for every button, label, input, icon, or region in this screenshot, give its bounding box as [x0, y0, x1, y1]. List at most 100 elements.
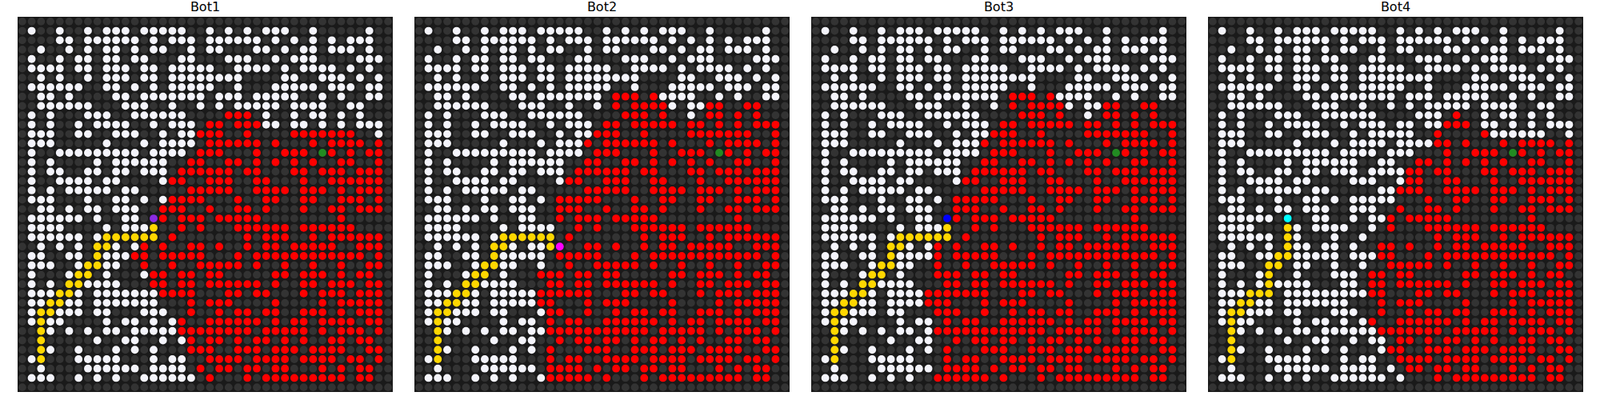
grid-cell [243, 176, 252, 185]
grid-cell [205, 317, 214, 326]
grid-cell [46, 289, 55, 298]
grid-cell [356, 204, 364, 213]
grid-cell [499, 45, 508, 54]
grid-cell [18, 168, 27, 176]
grid-cell [280, 64, 289, 73]
grid-cell [18, 345, 27, 354]
grid-cell [159, 252, 168, 260]
grid-cell [36, 186, 45, 195]
grid-cell [121, 45, 130, 54]
grid-cell [318, 252, 327, 260]
grid-cell [168, 83, 177, 92]
grid-cell [631, 45, 640, 54]
grid-cell [177, 186, 186, 195]
grid-cell [243, 101, 252, 110]
grid-cell [28, 308, 36, 316]
grid-cell [168, 92, 177, 101]
grid-cell [356, 271, 364, 280]
grid-cell [18, 271, 27, 280]
grid-cell [659, 73, 668, 82]
grid-cell [36, 45, 45, 54]
grid-cell [131, 176, 140, 185]
grid-cell [308, 64, 317, 73]
grid-cell [56, 36, 64, 44]
grid-cell [74, 130, 83, 139]
grid-cell [308, 111, 317, 120]
grid-cell [308, 55, 317, 64]
grid-cell [337, 83, 346, 92]
grid-cell [280, 364, 289, 373]
grid-cell [112, 92, 120, 101]
grid-cell [499, 101, 508, 110]
grid-cell [177, 355, 186, 364]
grid-cell [56, 186, 64, 195]
grid-cell [300, 373, 308, 382]
grid-cell [696, 55, 705, 64]
grid-cell [328, 373, 336, 382]
grid-cell [384, 196, 392, 204]
grid-cell [196, 168, 205, 176]
grid-cell [272, 336, 280, 345]
grid-cell [621, 17, 630, 26]
grid-cell [508, 45, 517, 54]
grid-cell [308, 233, 317, 242]
grid-cell [337, 36, 346, 44]
grid-cell [290, 224, 299, 232]
grid-cell [187, 242, 196, 251]
grid-cell [272, 317, 280, 326]
grid-cell [46, 64, 55, 73]
grid-cell [280, 383, 289, 392]
grid-cell [602, 36, 611, 44]
grid-cell [56, 271, 64, 280]
grid-cell [28, 101, 36, 110]
grid-cell [18, 299, 27, 308]
grid-cell [168, 130, 177, 139]
grid-cell [18, 196, 27, 204]
grid-cell [705, 64, 714, 73]
grid-cell [36, 196, 45, 204]
grid-cell [36, 83, 45, 92]
grid-cell [365, 299, 374, 308]
grid-cell [102, 36, 111, 44]
grid-cell [272, 120, 280, 129]
grid-cell [705, 36, 714, 44]
grid-cell [112, 186, 120, 195]
grid-cell [593, 27, 602, 36]
grid-cell [384, 139, 392, 148]
grid-cell [715, 83, 724, 92]
grid-cell [280, 111, 289, 120]
grid-cell [337, 73, 346, 82]
grid-cell [424, 92, 433, 101]
grid-cell [659, 55, 668, 64]
grid-cell [518, 55, 527, 64]
grid-cell [36, 148, 45, 157]
grid-cell [290, 214, 299, 223]
grid-cell [46, 355, 55, 364]
grid-cell [168, 139, 177, 148]
grid-cell [65, 317, 74, 326]
grid-cell [159, 176, 168, 185]
grid-cell [56, 224, 64, 232]
grid-cell [318, 261, 327, 270]
grid-cell [308, 373, 317, 382]
grid-cell [234, 383, 243, 392]
grid-cell [187, 317, 196, 326]
grid-cell [384, 355, 392, 364]
grid-cell [177, 308, 186, 316]
grid-cell [262, 308, 271, 316]
grid-cell [84, 233, 92, 242]
grid-cell [374, 196, 383, 204]
grid-cell [272, 252, 280, 260]
grid-cell [365, 271, 374, 280]
grid-cell [102, 17, 111, 26]
grid-cell [65, 196, 74, 204]
grid-cell [374, 55, 383, 64]
grid-cell [102, 168, 111, 176]
grid-cell [262, 271, 271, 280]
grid-cell [187, 45, 196, 54]
grid-cell [384, 383, 392, 392]
grid-cell [252, 130, 261, 139]
grid-cell [159, 271, 168, 280]
grid-cell [308, 364, 317, 373]
grid-cell [84, 271, 92, 280]
